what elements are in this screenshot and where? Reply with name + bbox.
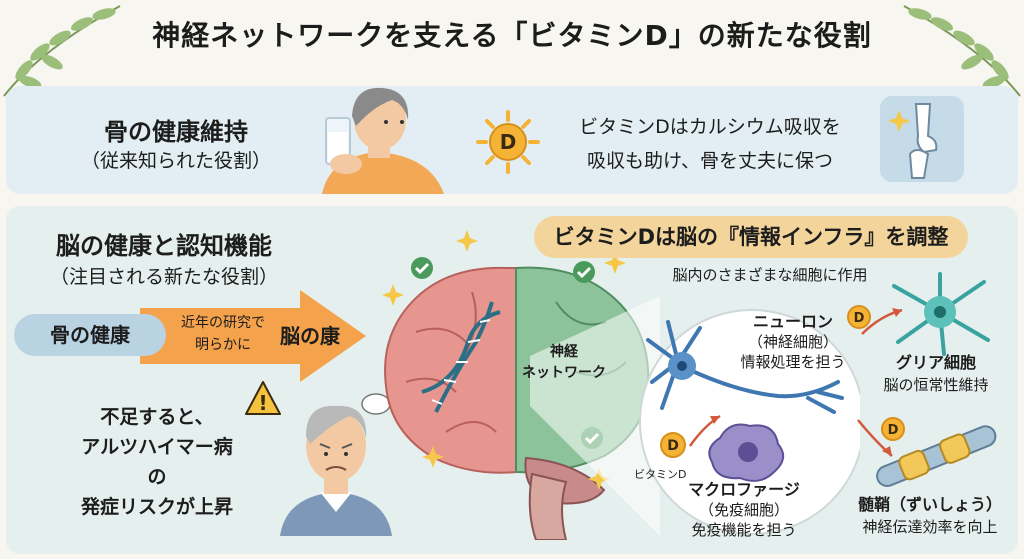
bone-health-pill: 骨の健康 bbox=[14, 314, 166, 356]
research-arrow bbox=[140, 290, 366, 382]
glia-title: グリア細胞 bbox=[895, 353, 976, 372]
research-arrow-text: 近年の研究で 明らかに bbox=[168, 312, 278, 356]
vitamin-d-sun-icon: D bbox=[847, 305, 871, 329]
neuron-title: ニューロン bbox=[752, 312, 833, 331]
brain-health-subtitle: （注目される新たな役割） bbox=[50, 266, 279, 288]
vitamin-d-sun-icon: D bbox=[660, 432, 686, 458]
myelin-text: 髄鞘（ずいしょう） 神経伝達効率を向上 bbox=[840, 494, 1020, 538]
alzheimer-risk-line1: 不足すると、 bbox=[100, 406, 214, 428]
infra-banner: ビタミンDは脳の『情報インフラ』を調整 bbox=[534, 216, 968, 258]
vitamin-d-letter: D bbox=[500, 130, 517, 154]
sparkle-icons bbox=[382, 230, 626, 490]
warning-mark: ! bbox=[258, 391, 267, 415]
glia-role: 脳の恒常性維持 bbox=[883, 376, 989, 394]
bone-health-title: 骨の健康維持 bbox=[104, 118, 248, 146]
neuron-role: 情報処理を担う bbox=[740, 353, 846, 371]
neural-network-label-line2: ネットワーク bbox=[522, 365, 606, 381]
vitamin-d-description: ビタミンDはカルシウム吸収を 吸収も助け、骨を丈夫に保つ bbox=[540, 110, 880, 178]
woman-drinking-milk-illustration bbox=[322, 87, 444, 194]
vitamin-d-description-line1: ビタミンDはカルシウム吸収を bbox=[579, 116, 841, 138]
vitamin-d-letter: D bbox=[667, 438, 679, 454]
vitamin-d-small-badges bbox=[688, 308, 903, 457]
knee-bone-icon bbox=[880, 96, 964, 182]
check-icon bbox=[573, 261, 595, 283]
brain-health-title: 脳の健康と認知機能 bbox=[56, 232, 272, 260]
vitamin-d-letter: D bbox=[888, 423, 899, 438]
myelin-sheath-icon bbox=[876, 425, 997, 487]
neural-network-label: 神経 ネットワーク bbox=[514, 342, 614, 384]
alzheimer-risk-text: 不足すると、 アルツハイマー病の 発症リスクが上昇 bbox=[72, 402, 242, 522]
brain-health-arrow-dest: 脳の康 bbox=[280, 324, 340, 348]
infra-subtitle: 脳内のさまざまな細胞に作用 bbox=[672, 266, 868, 284]
alzheimer-risk-line3: 発症リスクが上昇 bbox=[80, 496, 233, 518]
macrophage-role: 免疫機能を担う bbox=[691, 521, 797, 539]
neural-network-label-line1: 神経 bbox=[550, 344, 578, 360]
check-icon bbox=[411, 257, 433, 279]
neuron-subtitle: （神経細胞） bbox=[747, 333, 838, 351]
macrophage-text: マクロファージ （免疫細胞） 免疫機能を担う bbox=[664, 480, 824, 540]
macrophage-title: マクロファージ bbox=[688, 480, 800, 499]
vitamin-d-description-line2: 吸収も助け、骨を丈夫に保つ bbox=[586, 150, 834, 172]
page-title: 神経ネットワークを支える「ビタミンD」の新たな役割 bbox=[152, 19, 872, 52]
neuron-text: ニューロン （神経細胞） 情報処理を担う bbox=[728, 312, 858, 372]
vitamin-d-small-label: ビタミンD bbox=[634, 468, 687, 481]
alzheimer-risk-line2: アルツハイマー病の bbox=[81, 436, 233, 488]
research-arrow-text-line1: 近年の研究で bbox=[181, 315, 265, 331]
warning-icon: ! bbox=[245, 381, 281, 415]
leaf-decoration-right bbox=[903, 5, 1021, 97]
leaf-decoration-left bbox=[3, 5, 121, 97]
myelin-title: 髄鞘（ずいしょう） bbox=[857, 495, 1002, 514]
myelin-role: 神経伝達効率を向上 bbox=[862, 518, 998, 536]
worried-elderly-man-illustration bbox=[280, 393, 392, 536]
vitamin-d-sun-icon: D bbox=[881, 417, 905, 441]
bone-health-subtitle: （従来知られた役割） bbox=[80, 150, 271, 172]
glia-cell-icon bbox=[892, 272, 990, 356]
research-arrow-text-line2: 明らかに bbox=[195, 337, 251, 353]
vitamin-d-letter: D bbox=[854, 311, 865, 326]
macrophage-cell-icon bbox=[708, 423, 785, 482]
macrophage-subtitle: （免疫細胞） bbox=[698, 501, 789, 519]
glia-text: グリア細胞 脳の恒常性維持 bbox=[866, 352, 1006, 396]
neuron-cell-icon bbox=[646, 320, 844, 414]
vitamin-d-sun-icon: D bbox=[476, 110, 540, 174]
